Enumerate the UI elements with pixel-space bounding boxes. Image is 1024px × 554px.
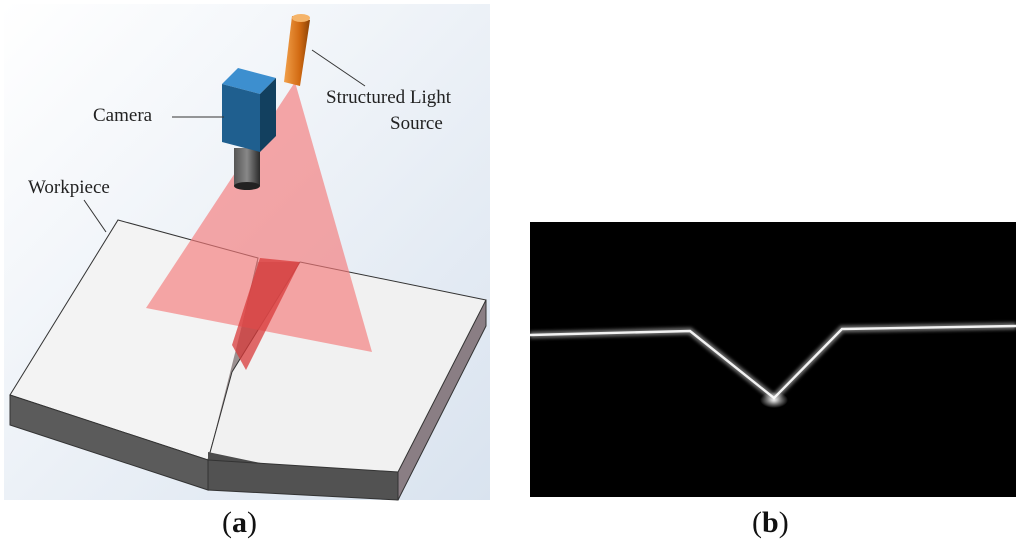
laser-plane (146, 82, 372, 370)
camera-lens (234, 148, 260, 186)
light-source-leader (311, 49, 366, 87)
light-source-label-line2: Source (390, 113, 443, 134)
stripe-image-background (530, 222, 1016, 497)
camera-body-top (222, 68, 276, 94)
laser-groove-highlight (232, 258, 300, 370)
camera (222, 68, 276, 190)
workpiece (9, 219, 487, 501)
laser-fan (146, 82, 372, 352)
caption-b: (b) (752, 506, 789, 539)
camera-label: Camera (93, 105, 153, 126)
caption-a: (a) (222, 506, 257, 539)
groove-bottom-spot (760, 392, 788, 408)
setup-illustration (4, 4, 490, 501)
light-source-label-line1: Structured Light (326, 87, 452, 108)
light-source-body (284, 16, 310, 86)
workpiece-label: Workpiece (28, 177, 110, 198)
camera-body-front (222, 84, 260, 152)
workpiece-front-right-face (207, 459, 399, 501)
workpiece-leader (83, 199, 107, 233)
camera-body-side (260, 78, 276, 152)
laser-stripe-image (530, 222, 1016, 497)
light-source (284, 14, 310, 86)
